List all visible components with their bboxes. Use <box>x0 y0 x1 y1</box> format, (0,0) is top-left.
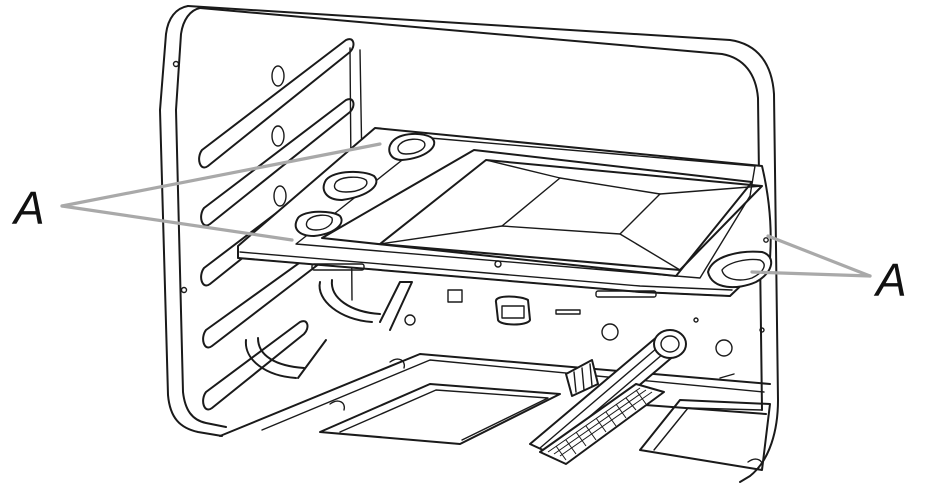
lower-rack <box>244 279 413 411</box>
callout-leaders <box>60 142 872 278</box>
shelf-tray <box>237 127 772 298</box>
callout-label-right: A <box>873 254 907 306</box>
callout-label-left: A <box>11 182 45 234</box>
rear-wall-details <box>404 289 765 357</box>
leader-line-left-upper <box>60 142 382 208</box>
heating-element <box>529 329 687 465</box>
tray-slot-right <box>707 237 772 289</box>
tray-slots-left <box>294 132 436 237</box>
leader-line-right-lower <box>750 270 872 278</box>
leader-line-left-lower <box>60 204 294 242</box>
leader-line-right-upper <box>766 234 872 278</box>
